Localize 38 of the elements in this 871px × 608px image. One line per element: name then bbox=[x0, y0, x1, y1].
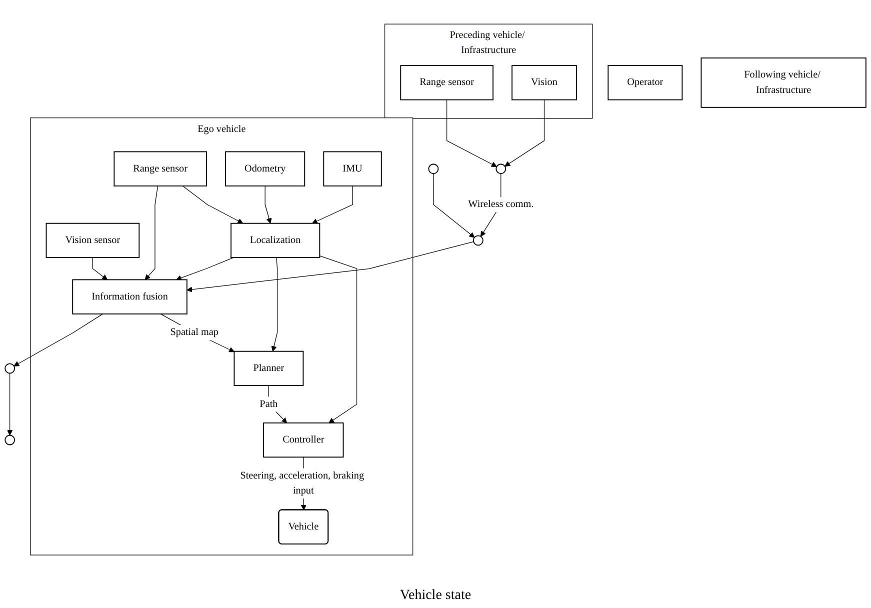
node-box: IMU bbox=[323, 152, 382, 187]
node-box: Information fusion bbox=[72, 280, 188, 315]
arrow bbox=[264, 186, 272, 224]
arrow bbox=[186, 242, 474, 293]
node-circle bbox=[4, 435, 16, 446]
arrow bbox=[312, 186, 353, 224]
node-box: Vision sensor bbox=[46, 223, 140, 258]
arrow bbox=[271, 258, 278, 352]
node-box: Localization bbox=[230, 223, 320, 258]
arrow bbox=[446, 100, 497, 168]
arrow bbox=[144, 186, 158, 280]
node-box: Controller bbox=[263, 422, 344, 458]
node-box: Odometry bbox=[225, 152, 306, 187]
node-box: Following vehicle/ Infrastructure bbox=[700, 58, 866, 108]
edge-label: Steering, acceleration, braking input bbox=[240, 470, 364, 497]
edge-label: Path bbox=[260, 398, 278, 410]
arrow bbox=[176, 258, 234, 282]
node-circle bbox=[4, 364, 16, 374]
node-box: Operator bbox=[608, 66, 683, 101]
arrow bbox=[433, 174, 475, 238]
arrow bbox=[319, 256, 358, 424]
node-box: Vision bbox=[512, 66, 577, 101]
node-circle bbox=[472, 236, 484, 246]
arrow bbox=[7, 373, 13, 436]
edge-label: Spatial map bbox=[170, 327, 218, 338]
arrow bbox=[182, 186, 244, 224]
arrow bbox=[92, 258, 108, 280]
arrow bbox=[14, 314, 104, 367]
arrow bbox=[160, 314, 234, 353]
edge-label: Wireless comm. bbox=[468, 199, 534, 210]
note-text: Vehicle state bbox=[400, 588, 472, 603]
node-box: Range sensor bbox=[400, 66, 494, 101]
node-circle bbox=[428, 164, 439, 175]
node-box: Planner bbox=[234, 351, 304, 386]
arrow bbox=[504, 100, 545, 167]
arrow bbox=[268, 386, 288, 424]
node-box: Range sensor bbox=[114, 152, 207, 187]
node-circle bbox=[496, 164, 506, 175]
